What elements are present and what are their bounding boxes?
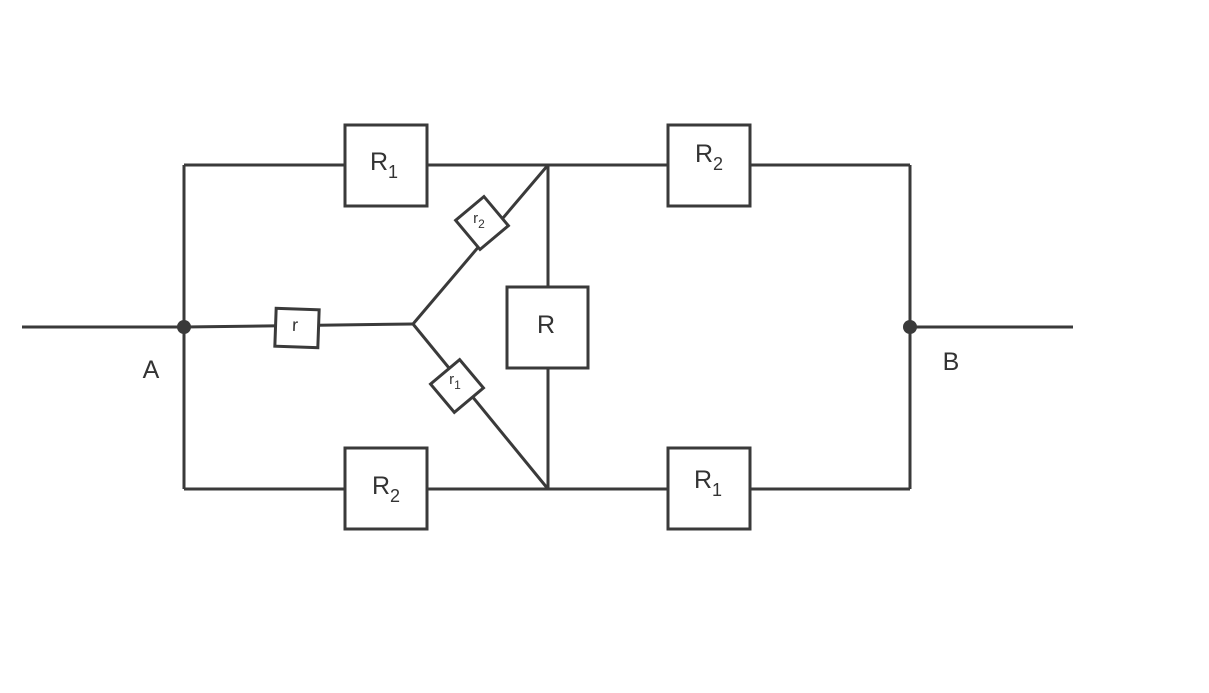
resistor-bottom-left: R2: [343, 446, 429, 531]
svg-text:R1: R1: [694, 466, 722, 500]
star-lower-wire: [411, 323, 550, 490]
resistor-middle: R: [505, 285, 590, 370]
resistor-top-right: R2: [666, 123, 752, 208]
node-a-label: A: [143, 356, 160, 384]
resistor-star-lower: r1: [428, 357, 486, 415]
svg-text:r2: r2: [473, 210, 485, 231]
svg-text:r: r: [292, 315, 299, 335]
svg-text:R: R: [537, 311, 555, 339]
svg-text:r1: r1: [449, 371, 461, 392]
svg-text:R2: R2: [372, 472, 400, 506]
svg-text:R1: R1: [370, 148, 398, 182]
resistor-bottom-right: R1: [666, 446, 752, 531]
node-a-dot: [177, 320, 191, 334]
svg-text:R2: R2: [695, 140, 723, 174]
node-b-label: B: [943, 348, 960, 376]
node-b-dot: [903, 320, 917, 334]
resistor-star-upper: r2: [453, 194, 511, 252]
resistor-top-left: R1: [343, 123, 429, 208]
resistor-star-left: r: [273, 306, 321, 350]
